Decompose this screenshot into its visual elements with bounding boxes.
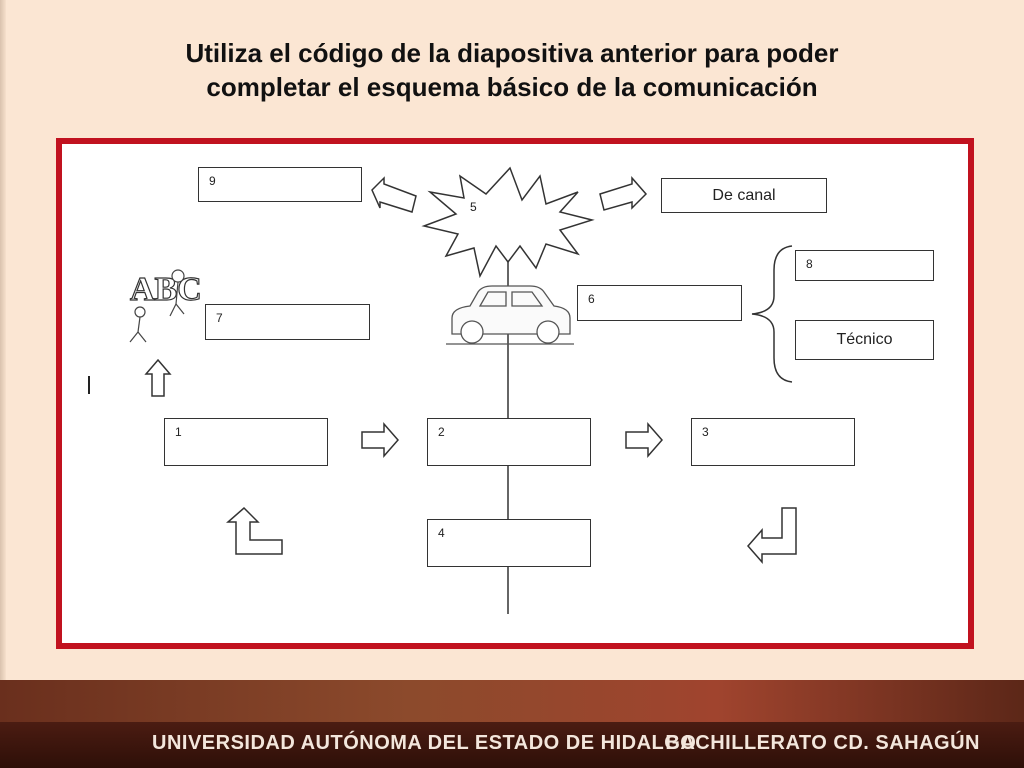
box-number: 8 <box>806 257 813 271</box>
slide-title: Utiliza el código de la diapositiva ante… <box>0 36 1024 104</box>
footer-decoration <box>0 680 1024 722</box>
box-number: 5 <box>470 200 477 214</box>
slide-title-line-1: Utiliza el código de la diapositiva ante… <box>185 38 839 68</box>
arrow-left-icon <box>371 176 417 213</box>
diagram-box-tecnico: Técnico <box>795 320 934 360</box>
arrow-up-icon <box>144 358 172 397</box>
text-cursor-mark <box>88 376 90 394</box>
arrow-right-icon <box>361 422 399 458</box>
diagram-box-3: 3 <box>691 418 855 466</box>
car-icon <box>446 285 574 345</box>
abc-children-icon: ABC <box>129 269 202 343</box>
diagram-box-4: 4 <box>427 519 591 567</box>
arrow-right-icon <box>599 176 648 211</box>
diagram-box-2: 2 <box>427 418 591 466</box>
footer-school: BACHILLERATO CD. SAHAGÚN <box>665 732 980 754</box>
abc-letter: ABC <box>130 271 202 308</box>
box-number: 3 <box>702 425 709 439</box>
starburst-shape <box>421 166 595 279</box>
box-number: 1 <box>175 425 182 439</box>
box-label: De canal <box>712 186 776 204</box>
box-number: 7 <box>216 311 223 325</box>
diagram-box-de-canal: De canal <box>661 178 827 213</box>
bent-arrow-left-icon <box>747 507 797 564</box>
arrow-right-icon <box>625 422 663 458</box>
diagram-box-5: 5 <box>456 196 496 220</box>
diagram-box-1: 1 <box>164 418 328 466</box>
footer-banner: UNIVERSIDAD AUTÓNOMA DEL ESTADO DE HIDAL… <box>0 722 1024 768</box>
box-number: 9 <box>209 174 216 188</box>
box-label: Técnico <box>836 331 893 348</box>
diagram-box-9: 9 <box>198 167 362 202</box>
curly-brace-shape <box>751 245 793 383</box>
diagram-box-8: 8 <box>795 250 934 281</box>
footer-university: UNIVERSIDAD AUTÓNOMA DEL ESTADO DE HIDAL… <box>152 732 697 754</box>
box-number: 4 <box>438 526 445 540</box>
diagram-box-6: 6 <box>577 285 742 321</box>
box-number: 6 <box>588 292 595 306</box>
slide-left-edge <box>0 0 6 680</box>
diagram-box-7: 7 <box>205 304 370 340</box>
bent-arrow-up-icon <box>226 506 283 555</box>
box-number: 2 <box>438 425 445 439</box>
slide-title-line-2: completar el esquema básico de la comuni… <box>206 72 818 102</box>
